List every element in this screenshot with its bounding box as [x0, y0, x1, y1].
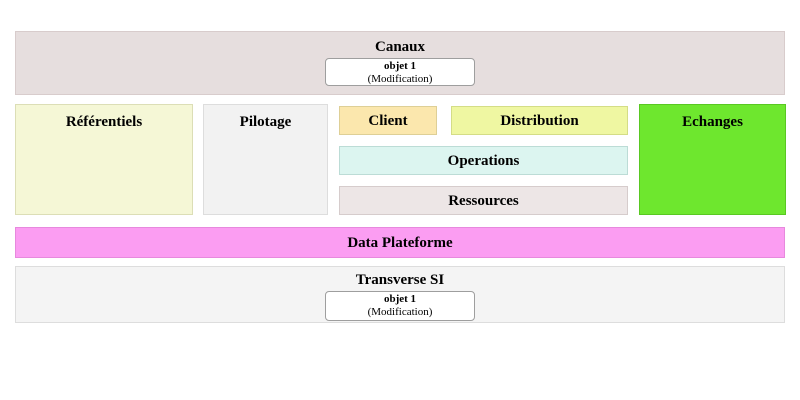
object-node-canaux[interactable]: objet 1 (Modification) [325, 58, 475, 86]
object-node-canaux-subtitle: (Modification) [367, 73, 433, 86]
zone-pilotage[interactable]: Pilotage [203, 104, 328, 215]
zone-referentiels[interactable]: Référentiels [15, 104, 193, 215]
object-node-transverse-subtitle: (Modification) [367, 306, 433, 319]
zone-canaux[interactable]: Canaux objet 1 (Modification) [15, 31, 785, 95]
zone-operations-label: Operations [447, 152, 520, 169]
zone-echanges-label: Echanges [682, 114, 743, 130]
zone-referentiels-label: Référentiels [65, 114, 143, 130]
zone-client[interactable]: Client [339, 106, 437, 135]
zone-pilotage-label: Pilotage [239, 114, 292, 130]
zone-ressources[interactable]: Ressources [339, 186, 628, 215]
zone-data-plateforme[interactable]: Data Plateforme [15, 227, 785, 258]
zone-echanges[interactable]: Echanges [639, 104, 786, 215]
zone-canaux-label: Canaux [374, 39, 426, 55]
zone-ressources-label: Ressources [448, 192, 519, 209]
object-node-transverse-title: objet 1 [383, 293, 417, 305]
zone-operations[interactable]: Operations [339, 146, 628, 175]
zone-data-plateforme-label: Data Plateforme [347, 234, 453, 251]
zone-distribution-label: Distribution [500, 112, 579, 129]
zone-transverse-si-label: Transverse SI [355, 272, 445, 288]
object-node-canaux-title: objet 1 [383, 60, 417, 72]
zone-distribution[interactable]: Distribution [451, 106, 628, 135]
zone-transverse-si[interactable]: Transverse SI objet 1 (Modification) [15, 266, 785, 323]
zone-client-label: Client [368, 112, 408, 129]
object-node-transverse[interactable]: objet 1 (Modification) [325, 291, 475, 321]
